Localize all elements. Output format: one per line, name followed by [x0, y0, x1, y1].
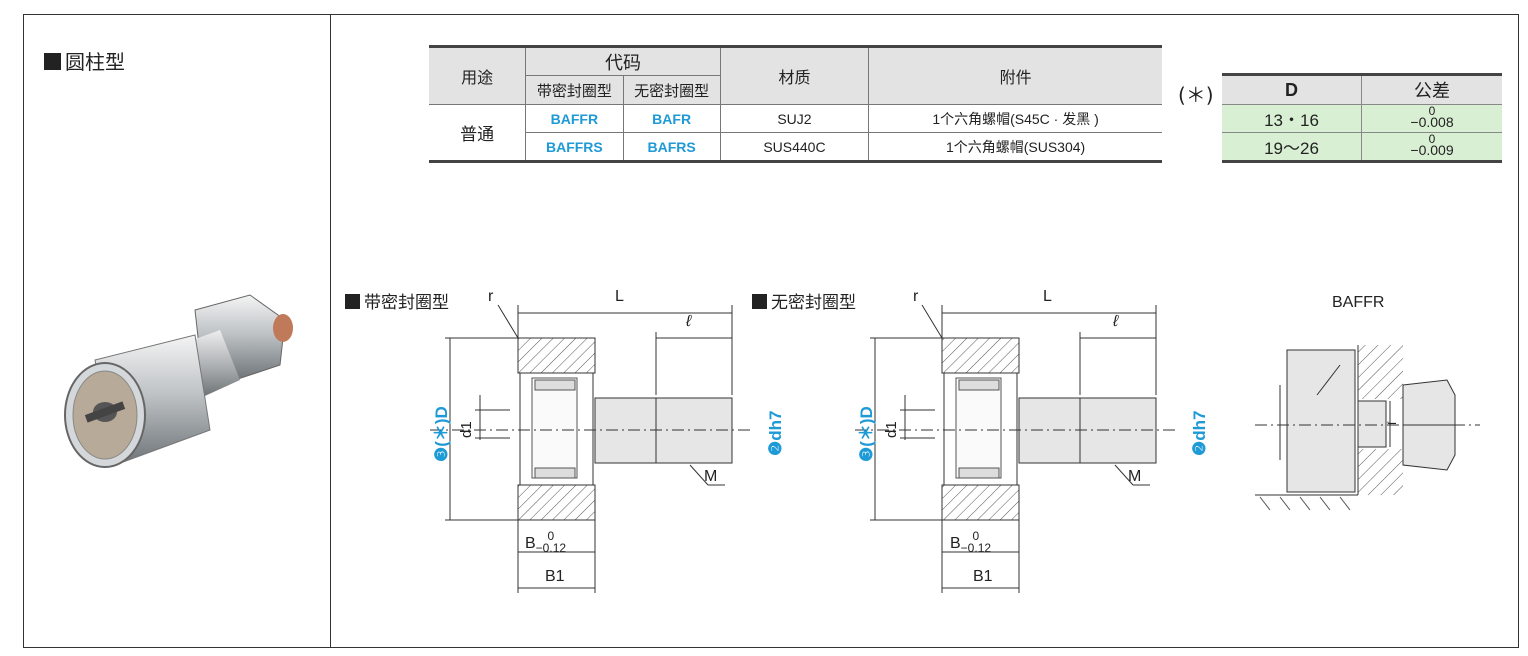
seal-B-lower: −0.12 — [535, 541, 567, 555]
tol-header-tol: 公差 — [1361, 73, 1502, 105]
drawing-noseal — [855, 304, 1175, 593]
tol-d-2: 19〜26 — [1222, 132, 1362, 163]
usage-cell: 普通 — [429, 104, 527, 163]
drawing-seal — [430, 304, 750, 593]
noseal-B-lower: −0.12 — [960, 541, 992, 555]
header-noseal: 无密封圈型 — [622, 75, 721, 105]
drawing-seal-title: 带密封圈型 — [345, 288, 449, 313]
drawing-noseal-title-text: 无密封圈型 — [771, 293, 856, 313]
tolerance-marker: (＊) — [1178, 83, 1214, 107]
header-seal: 带密封圈型 — [525, 75, 624, 105]
tol-upper-2: 0 — [1428, 131, 1436, 146]
tol-val-2: 0−0.009 — [1361, 131, 1502, 163]
left-title-text: 圆柱型 — [65, 50, 125, 74]
tol-upper-1: 0 — [1428, 103, 1436, 118]
seal-B-text: B — [525, 535, 536, 552]
tol-d-1: 13・16 — [1222, 104, 1362, 133]
header-accessory: 附件 — [868, 45, 1162, 105]
seal-l-label: ℓ — [686, 313, 692, 330]
left-title: 圆柱型 — [44, 46, 125, 75]
square-bullet-icon — [345, 294, 360, 309]
noseal-D-label: ❸(＊)D — [857, 406, 876, 462]
noseal-d1-label: d1 — [883, 421, 900, 438]
drawing-install — [1255, 345, 1480, 511]
noseal-L-label: L — [1043, 288, 1052, 305]
seal-B-upper: 0 — [547, 529, 555, 543]
install-title: BAFFR — [1332, 294, 1385, 311]
seal-d1-label: d1 — [458, 421, 475, 438]
seal-M-label: M — [704, 468, 718, 485]
outer-frame — [23, 14, 1519, 648]
noseal-B1-label: B1 — [973, 568, 993, 585]
noseal-M-label: M — [1128, 468, 1142, 485]
tol-val-1: 0−0.008 — [1361, 103, 1502, 133]
drawing-seal-title-text: 带密封圈型 — [364, 293, 449, 313]
tol-header-d: D — [1222, 73, 1362, 105]
tolerance-table: D 公差 13・16 0−0.008 19〜26 0−0.009 — [1222, 73, 1502, 163]
noseal-B-upper: 0 — [972, 529, 980, 543]
accessory-2: 1个六角螺帽(SUS304) — [868, 132, 1162, 163]
product-photo — [64, 294, 293, 468]
seal-L-label: L — [615, 288, 624, 305]
drawing-noseal-title: 无密封圈型 — [752, 288, 856, 313]
header-code: 代码 — [525, 45, 721, 76]
header-material: 材质 — [719, 45, 870, 105]
noseal-r-label: r — [913, 288, 919, 305]
accessory-1: 1个六角螺帽(S45C · 发黑 ) — [868, 104, 1162, 133]
noseal-d-label: ❷dh7 — [1190, 410, 1209, 456]
material-2: SUS440C — [719, 132, 870, 163]
spec-table: 用途 代码 材质 附件 带密封圈型 无密封圈型 普通 BAFFR BAFR SU… — [429, 45, 1162, 163]
code-noseal-1: BAFR — [622, 104, 721, 133]
square-bullet-icon — [44, 53, 61, 70]
seal-r-label: r — [488, 288, 494, 305]
noseal-l-label: ℓ — [1113, 313, 1119, 330]
square-bullet-icon — [752, 294, 767, 309]
install-f-label: f — [1385, 421, 1399, 425]
column-divider — [330, 14, 331, 648]
seal-D-label: ❸(＊)D — [432, 406, 451, 462]
code-noseal-2: BAFRS — [622, 132, 721, 163]
seal-B1-label: B1 — [545, 568, 565, 585]
tol-lower-2: −0.009 — [1410, 141, 1454, 158]
code-seal-1: BAFFR — [525, 104, 624, 133]
tol-lower-1: −0.008 — [1410, 113, 1454, 130]
seal-d-label: ❷dh7 — [766, 410, 785, 456]
material-1: SUJ2 — [719, 104, 870, 133]
noseal-B-text: B — [950, 535, 961, 552]
header-usage: 用途 — [429, 45, 527, 105]
code-seal-2: BAFFRS — [525, 132, 624, 163]
